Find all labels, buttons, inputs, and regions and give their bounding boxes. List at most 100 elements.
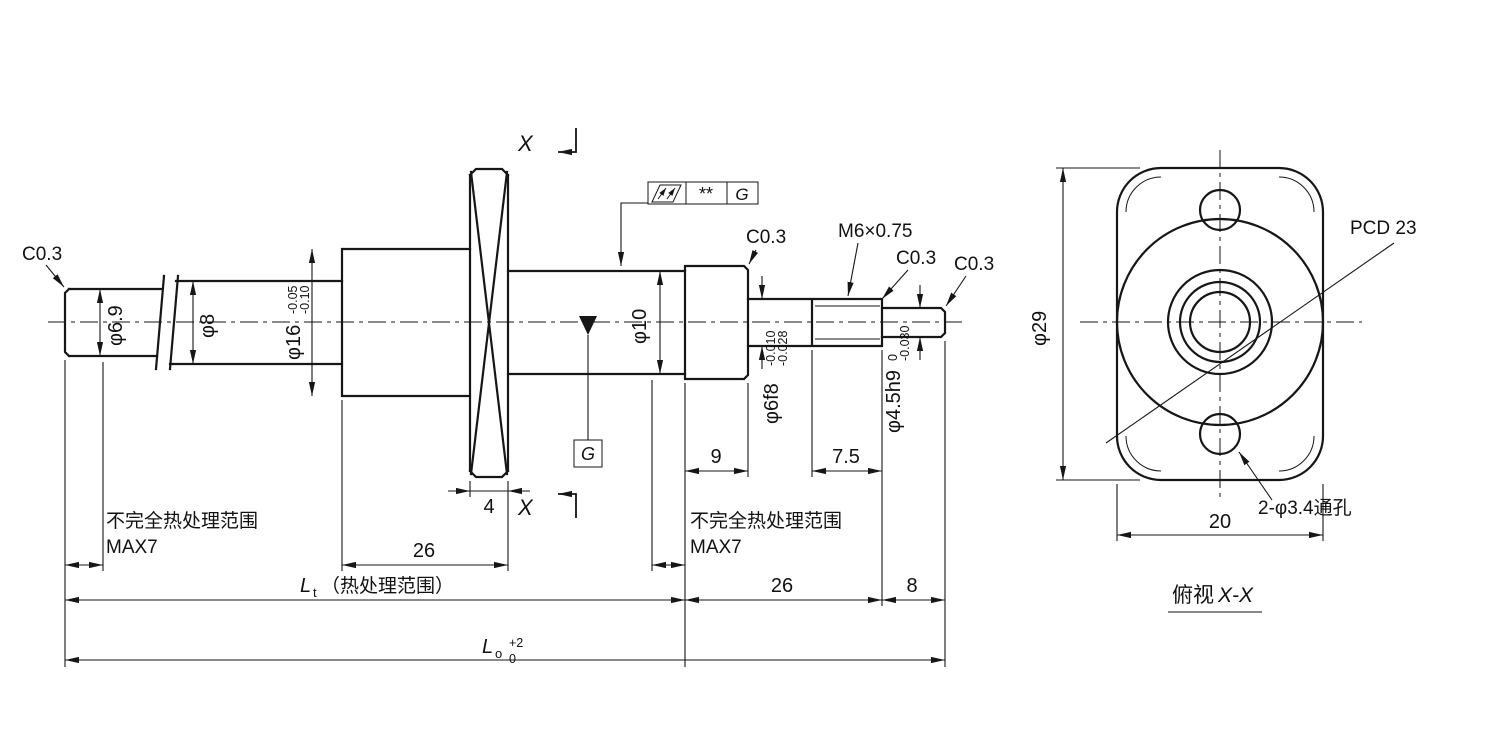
dim-label-26-left: 26 [413,540,435,562]
corner-arc-tl [1125,176,1162,213]
dimension-lines [65,249,945,664]
finish-box [647,181,759,205]
bolt-hole-top [1198,188,1242,232]
bolt-hole-bottom [1198,412,1242,456]
section-letter-bottom: X [517,495,534,520]
section-arrow-top-icon [558,128,577,156]
collar-outline [683,264,750,381]
datum-frame [573,439,603,468]
label-dia-8: φ8 [197,314,219,338]
dim-label-7-5: 7.5 [832,446,860,468]
finish-callout [647,181,759,205]
section-dia-10 [506,269,687,376]
dim-label-9: 9 [710,446,721,468]
label-dia-10: φ10 [629,309,651,344]
flange-face [1115,166,1325,482]
label-dia-16: φ16 -0.05 -0.10 [283,285,312,360]
svg-text:φ6.9: φ6.9 [105,305,127,346]
datum-letter: G [581,444,595,464]
label-lt-symbol: L [300,575,311,597]
boss-circle [1115,217,1325,427]
datum-triangle-icon [579,316,597,335]
svg-text:φ8: φ8 [197,314,219,338]
heat-note-right-line2: MAX7 [690,537,742,558]
heat-note-left-line1: 不完全热处理范围 [106,510,258,532]
leader-thread [847,242,859,297]
label-chamfer-left: C0.3 [22,244,62,265]
finish-datum-letter: G [735,185,748,204]
svg-text:φ4.5h9: φ4.5h9 [883,370,905,433]
label-chamfer-thread-end: C0.3 [896,248,936,269]
break-line-2 [168,274,180,371]
label-lo-tol-upper: +2 [509,636,523,650]
section-dia-6f8-thread [746,297,884,348]
label-dia-16-tol-upper: -0.05 [286,285,300,314]
dim-label-8: 8 [906,575,917,597]
label-bolt-holes: 2-φ3.4通孔 [1258,497,1352,519]
leader-chamfer-collar [748,249,759,265]
finish-symbol-icon [651,184,682,203]
thread-root-lines [815,305,880,340]
heat-note-left-line2: MAX7 [106,537,158,558]
svg-text:φ10: φ10 [629,309,651,344]
label-lo-symbol: L [482,636,493,658]
leader-chamfer-left [45,264,65,288]
svg-text:φ16: φ16 [283,325,305,360]
corner-arc-bl [1125,435,1162,472]
finish-arrow-2-icon [666,187,676,200]
label-dia-4-5-tol-lower: -0.030 [898,326,912,361]
label-dia-6f8: φ6f8 -0.010 -0.028 [761,331,790,424]
section-dia-16 [340,247,472,398]
label-chamfer-shaft-end: C0.3 [954,254,994,275]
pcd-leader [1105,242,1395,444]
dim-label-4: 4 [483,496,494,518]
break-line-1 [154,274,166,371]
svg-text:φ6f8: φ6f8 [761,383,783,424]
label-dia-29: φ29 [1029,311,1051,346]
corner-arc-br [1278,435,1315,472]
label-dia-4-5-tol-upper: 0 [886,354,900,361]
label-lo-sub: o [495,646,502,661]
section-arrow-bottom-icon [558,490,577,518]
heat-note-right-line1: 不完全热处理范围 [690,510,842,532]
end-view: φ29 PCD 23 2-φ3.4通孔 20 俯视 X-X [1029,150,1417,613]
end-view-labels: φ29 PCD 23 2-φ3.4通孔 20 俯视 X-X [1029,218,1417,613]
datum-target [573,316,603,468]
label-dia-16-tol-lower: -0.10 [298,285,312,314]
label-dia-6f8-tol-upper: -0.010 [764,331,778,366]
flange-corner-chamfers [1125,176,1315,472]
finish-arrow-1-icon [657,187,667,200]
leader-chamfer-thread-end [881,269,909,300]
shaft-circle-outer [1166,268,1274,376]
label-lt-suffix: （热处理范围） [321,575,454,597]
label-dia-6-9: φ6.9 [105,305,127,346]
label-dia-4-5h9: φ4.5h9 0 -0.030 [883,326,912,433]
label-lt-sub: t [313,585,317,600]
label-dia-6f8-tol-lower: -0.028 [776,331,790,366]
label-pcd: PCD 23 [1350,218,1417,239]
label-chamfer-collar: C0.3 [746,227,786,248]
leader-chamfer-shaft-end [945,275,967,307]
flange-outline [468,167,510,479]
shaft-circle-mid [1178,280,1262,364]
side-view: C0.3 φ6.9 φ8 φ16 -0.05 -0.10 φ10 φ6f8 -0… [22,128,994,667]
view-title-prefix: 俯视 [1172,584,1214,607]
view-title: 俯视 X-X [1168,584,1262,613]
dim-label-26-right: 26 [771,575,793,597]
section-markers [558,128,577,518]
side-view-labels: C0.3 φ6.9 φ8 φ16 -0.05 -0.10 φ10 φ6f8 -0… [22,131,994,666]
corner-arc-tr [1278,176,1315,213]
section-dia-4-5 [880,306,947,339]
label-thread: M6×0.75 [838,221,912,242]
end-view-extension-lines [1056,167,1324,541]
dim-label-20: 20 [1209,511,1231,533]
shaft-profile [63,167,947,479]
section-dia-6-9 [63,287,163,358]
leader-bolt-holes [1238,451,1273,501]
svg-text:φ29: φ29 [1029,311,1051,346]
section-letter-top: X [517,131,534,156]
extension-lines [64,341,946,667]
label-lo-tol-lower: 0 [509,652,516,666]
